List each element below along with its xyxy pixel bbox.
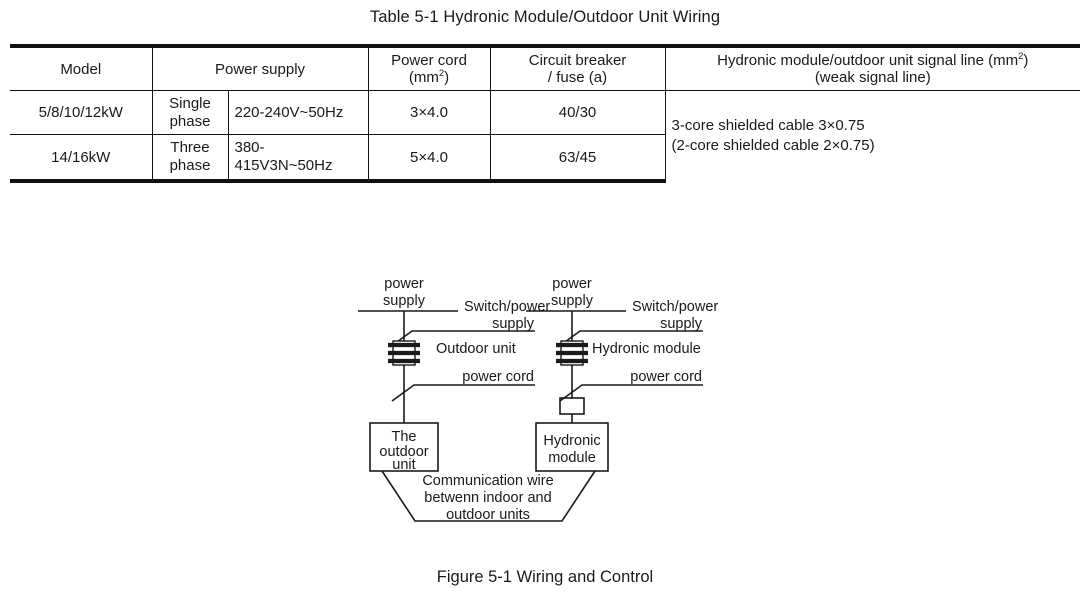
hydronic-module-box (535, 422, 609, 472)
hydronic-module-box-line1: Hydronic (543, 433, 600, 449)
communication-wire-leader (381, 470, 596, 522)
communication-label-line2: betwenn indoor and (424, 490, 551, 506)
outdoor-unit-box-line3: unit (392, 457, 415, 473)
header-power-cord: Power cord (mm2) (368, 44, 491, 91)
right-power-supply-line2: supply (551, 293, 594, 309)
right-switch-label-line1: Switch/power (632, 299, 718, 315)
outdoor-unit-box-line2: outdoor (379, 444, 428, 460)
cell-signal-line-merged: 3-core shielded cable 3×0.75 (2-core shi… (665, 91, 1080, 181)
header-power-cord-line2: (mm2) (375, 69, 484, 86)
cell-voltage-row2: 380-415V3N~50Hz (227, 134, 369, 183)
left-coil-symbol (388, 340, 420, 366)
wiring-diagram: power supply Switch/power supply Outdoor… (330, 255, 760, 545)
right-switch-label-line2: supply (660, 316, 703, 332)
cell-model-row2: 14/16kW (10, 134, 152, 183)
spec-table: Model Power supply Power cord (mm2) Circ… (10, 44, 1080, 183)
header-power-supply: Power supply (151, 44, 369, 91)
signal-cell-line1: 3-core shielded cable 3×0.75 (671, 117, 865, 135)
cell-power-cord-row1: 3×4.0 (368, 90, 491, 136)
cell-circuit-breaker-row2: 63/45 (490, 134, 666, 183)
header-power-cord-superscript: 2 (438, 68, 445, 79)
left-power-supply-line1: power (384, 276, 424, 292)
header-signal-line: Hydronic module/outdoor unit signal line… (665, 44, 1080, 91)
header-signal-line-line2: (weak signal line) (814, 69, 931, 86)
table-row: 5/8/10/12kW Single phase 220-240V~50Hz 3… (10, 90, 1080, 154)
right-power-supply-line1: power (552, 276, 592, 292)
left-cord-label-line1: Outdoor unit (436, 341, 516, 357)
header-power-cord-line1: Power cord (391, 52, 467, 69)
header-signal-line-superscript: 2 (1018, 51, 1024, 62)
right-coil-symbol (556, 340, 588, 366)
left-power-supply-line2: supply (383, 293, 426, 309)
outdoor-unit-box-line1: The (392, 429, 417, 445)
header-circuit-breaker: Circuit breaker / fuse (a) (490, 44, 666, 91)
table-row: 14/16kW Three phase 380-415V3N~50Hz 5×4.… (10, 134, 1080, 183)
spec-table-wrapper: Model Power supply Power cord (mm2) Circ… (10, 44, 1080, 183)
figure-caption: Figure 5-1 Wiring and Control (436, 568, 654, 586)
header-model: Model (10, 44, 152, 91)
left-switch-label-line1: Switch/power (464, 299, 550, 315)
left-cord-label-line2: power cord (462, 369, 534, 385)
cell-power-cord-row2: 5×4.0 (368, 134, 491, 183)
hydronic-module-box-line2: module (548, 450, 596, 466)
cell-model-row1: 5/8/10/12kW (10, 90, 152, 136)
header-power-cord-unit-end: ) (444, 69, 450, 86)
junction-box (559, 397, 585, 415)
cell-phase-row1: Single phase (151, 90, 228, 136)
header-signal-line-line1: Hydronic module/outdoor unit signal line… (672, 52, 1074, 69)
communication-label-line1: Communication wire (422, 473, 553, 489)
table-header-row: Model Power supply Power cord (mm2) Circ… (10, 44, 1080, 91)
left-switch-label-line2: supply (492, 316, 535, 332)
signal-cell-line2: (2-core shielded cable 2×0.75) (671, 136, 875, 154)
cell-circuit-breaker-row1: 40/30 (490, 90, 666, 136)
header-circuit-breaker-line2: / fuse (a) (547, 69, 608, 86)
header-circuit-breaker-line1: Circuit breaker (528, 52, 627, 69)
wiring-diagram-svg: power supply Switch/power supply Outdoor… (358, 276, 718, 523)
right-cord-label-line2: power cord (630, 369, 702, 385)
cell-phase-row2: Three phase (151, 134, 228, 183)
outdoor-unit-box (369, 422, 439, 472)
left-cord-leader (391, 384, 535, 402)
right-cord-leader (559, 384, 703, 402)
right-cord-label-line1: Hydronic module (592, 341, 701, 357)
communication-label-line3: outdoor units (446, 507, 530, 523)
header-signal-line-text-end: ) (1023, 52, 1029, 69)
table-caption: Table 5-1 Hydronic Module/Outdoor Unit W… (369, 8, 721, 26)
header-signal-line-text: Hydronic module/outdoor unit signal line… (717, 52, 1019, 69)
header-power-cord-unit: (mm (408, 69, 439, 86)
cell-voltage-row1: 220-240V~50Hz (227, 90, 369, 136)
